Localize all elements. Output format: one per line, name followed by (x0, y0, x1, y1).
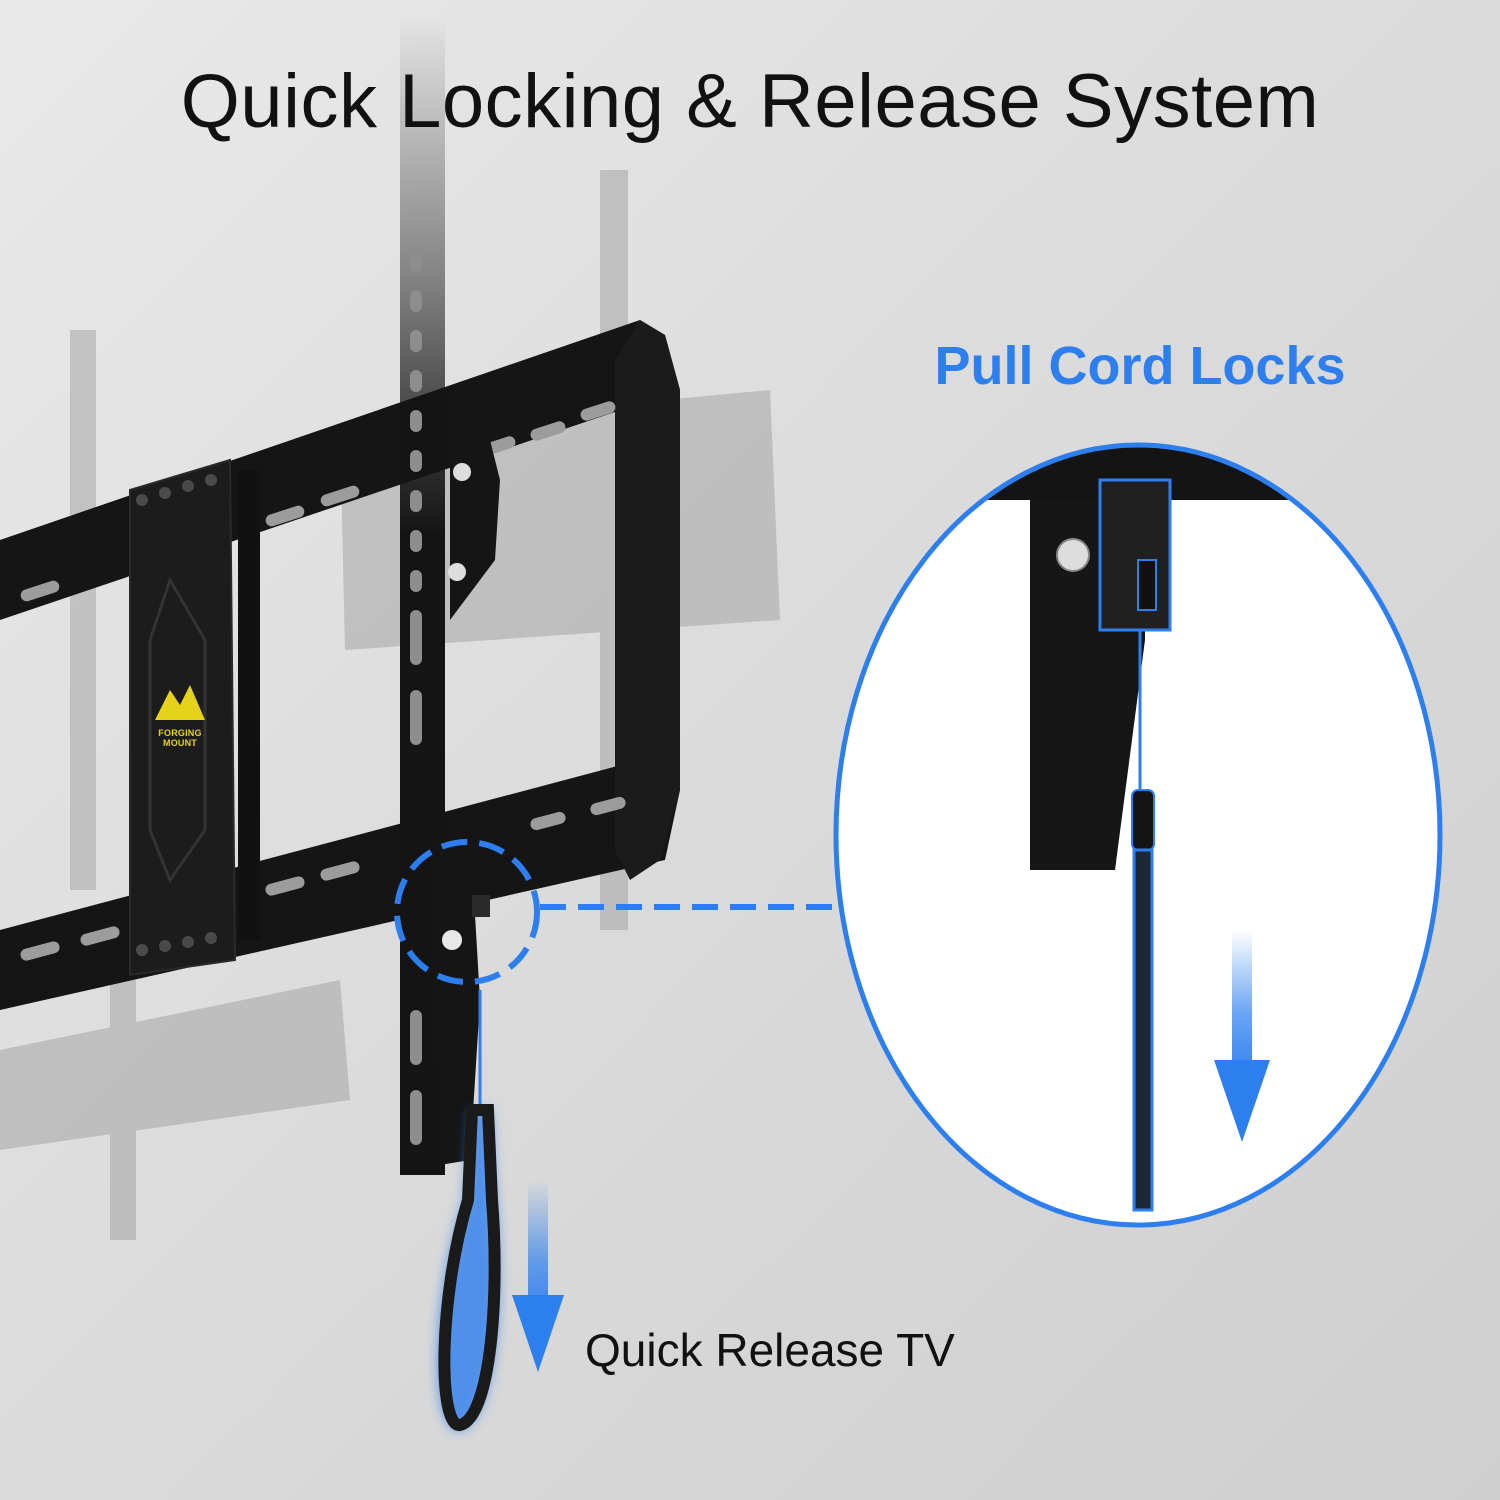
page-title: Quick Locking & Release System (180, 59, 1320, 144)
release-arrow-icon (512, 1180, 564, 1372)
wall-bracket (0, 320, 680, 1010)
brand-logo-icon (155, 685, 205, 720)
tv-arm (400, 15, 500, 1175)
callout-title: Pull Cord Locks (934, 336, 1346, 396)
release-label: Quick Release TV (585, 1324, 955, 1376)
brand-logo-text: FORGING MOUNT (158, 728, 202, 748)
pull-cord (438, 990, 501, 1431)
detail-callout (833, 442, 1443, 1228)
focus-marker (394, 839, 840, 985)
